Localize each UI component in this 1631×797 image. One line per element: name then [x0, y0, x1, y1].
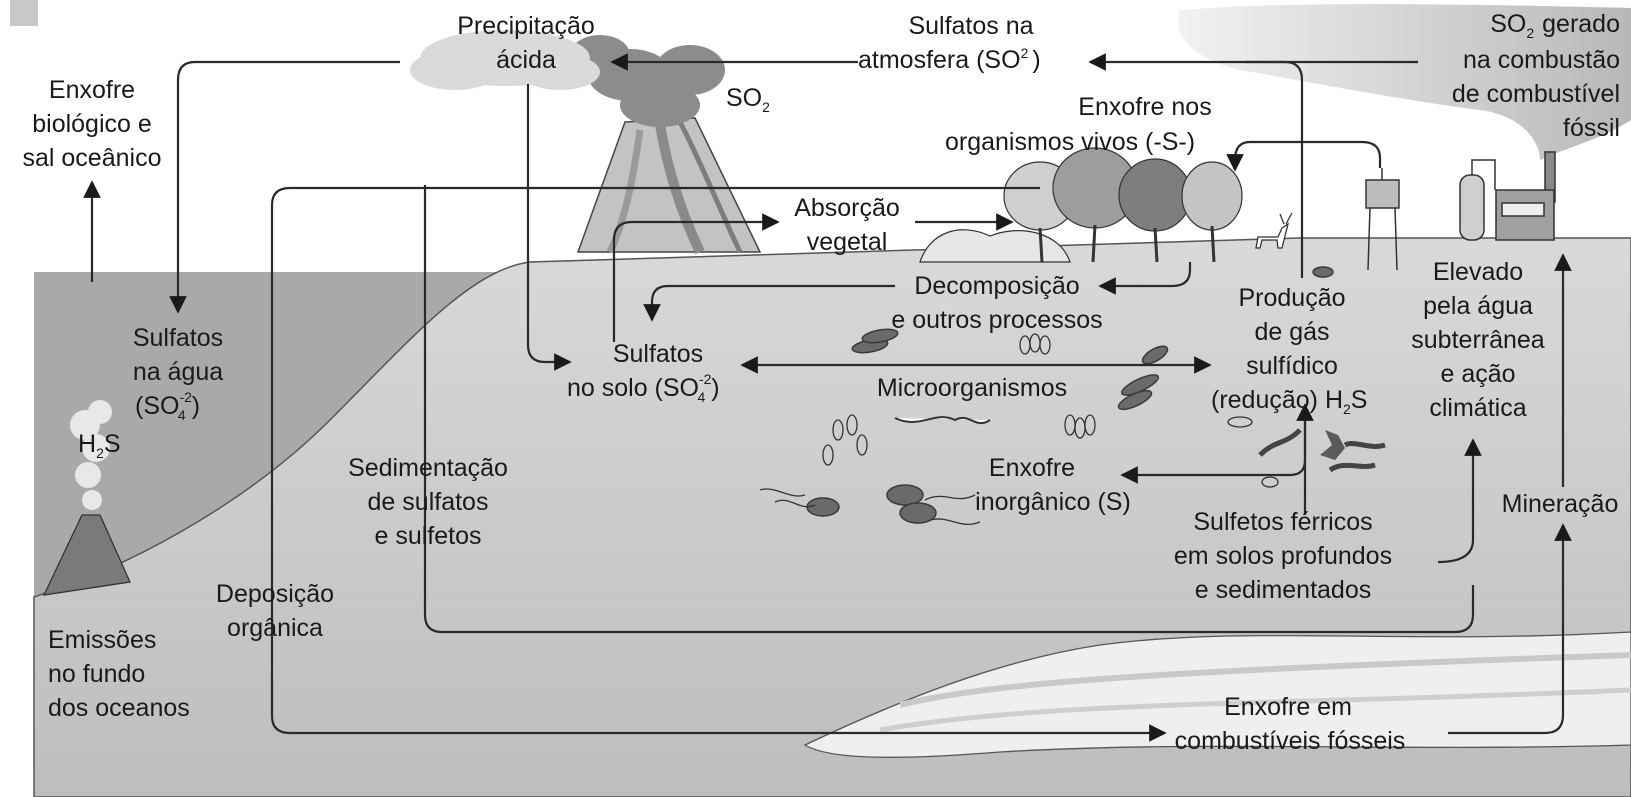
so2-volcano-label: SO2 [726, 84, 770, 115]
ferric-label-1: Sulfetos férricos [1193, 508, 1372, 536]
groundwater-label-2: pela água [1423, 292, 1533, 320]
ferric-label-2: em solos profundos [1174, 542, 1392, 570]
ocean-emissions-label-1: Emissões [48, 626, 156, 654]
organisms-label-2: organismos vivos (-S-) [945, 128, 1195, 156]
water-sulfates-label-2: na água [133, 358, 223, 386]
absorption-label-1: Absorção [794, 194, 900, 222]
groundwater-label-4: e ação [1440, 360, 1515, 388]
groundwater-label-3: subterrânea [1411, 326, 1545, 354]
sedimentation-label-1: Sedimentação [348, 454, 508, 482]
ocean-emissions-label-2: no fundo [48, 660, 145, 688]
fuel-so2-label-3: de combustível [1452, 80, 1620, 108]
sedimentation-label-3: e sulfetos [374, 522, 481, 550]
groundwater-label-5: climática [1429, 394, 1526, 422]
h2s-production-label-1: Produção [1238, 284, 1345, 312]
fossil-label-1: Enxofre em [1224, 693, 1352, 721]
microorganisms-label: Microorganismos [877, 374, 1067, 402]
factory [1460, 152, 1555, 240]
ocean-emissions-label-3: dos oceanos [48, 694, 190, 722]
h2s-production-label-2: de gás [1254, 318, 1329, 346]
decomposition-label-1: Decomposição [914, 272, 1079, 300]
bio-sulfur-label-3: sal oceânico [23, 144, 162, 172]
water-sulfates-label-1: Sulfatos [133, 324, 223, 352]
soil-sulfates-label-1: Sulfatos [613, 340, 703, 368]
bio-sulfur-label-2: biológico e [32, 110, 152, 138]
mining-label: Mineração [1502, 490, 1619, 518]
inorganic-label-1: Enxofre [989, 454, 1075, 482]
fuel-so2-label-2: na combustão [1463, 46, 1620, 74]
acid-rain-label-2: ácida [496, 46, 556, 74]
groundwater-label-1: Elevado [1433, 258, 1523, 286]
sedimentation-label-2: de sulfatos [368, 488, 489, 516]
fuel-so2-label-4: fóssil [1563, 114, 1620, 142]
atm-sulfates-label-1: Sulfatos na [908, 12, 1033, 40]
organisms-label-1: Enxofre nos [1078, 93, 1211, 121]
decomposition-label-2: e outros processos [891, 306, 1102, 334]
h2s-production-label-3: sulfídico [1246, 352, 1338, 380]
atm-sulfates-label-2: atmosfera (SO2) [858, 45, 1041, 74]
deposition-label-1: Deposição [216, 580, 334, 608]
fossil-label-2: combustíveis fósseis [1175, 727, 1406, 755]
deposition-label-2: orgânica [227, 614, 323, 642]
acid-rain-label-1: Precipitação [457, 12, 595, 40]
bio-sulfur-label-1: Enxofre [49, 76, 135, 104]
inorganic-label-2: inorgânico (S) [975, 488, 1131, 516]
ferric-label-3: e sedimentados [1195, 576, 1372, 604]
corner-texture [10, 0, 38, 26]
absorption-label-2: vegetal [807, 228, 888, 256]
